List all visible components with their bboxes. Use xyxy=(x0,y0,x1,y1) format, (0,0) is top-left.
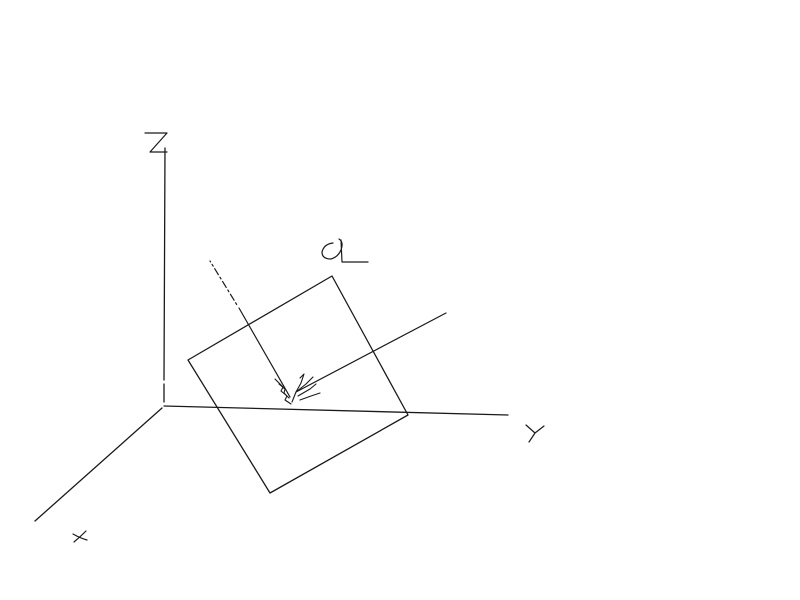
normal-dashed-segment xyxy=(209,260,238,306)
plane-alpha-label: α xyxy=(322,241,337,266)
x-axis-line xyxy=(34,407,163,522)
z-axis-label: Z xyxy=(148,133,162,157)
normal-group xyxy=(209,260,447,405)
y-axis-line xyxy=(163,405,509,416)
axes-group xyxy=(34,147,509,522)
alpha-label-glyph xyxy=(321,238,369,263)
ray-to-upper-right xyxy=(295,312,447,393)
z-label-glyph xyxy=(144,132,168,153)
plane-alpha xyxy=(187,275,409,494)
normal-solid-segment xyxy=(238,307,291,398)
z-axis-line xyxy=(163,147,166,381)
plane-outline xyxy=(187,275,409,494)
labels-group: Z Y x α xyxy=(72,132,545,543)
y-label-glyph xyxy=(525,424,545,443)
y-axis-label: Y xyxy=(526,425,539,446)
arrow-scribble-icon xyxy=(274,373,321,405)
x-label-glyph xyxy=(72,530,88,543)
